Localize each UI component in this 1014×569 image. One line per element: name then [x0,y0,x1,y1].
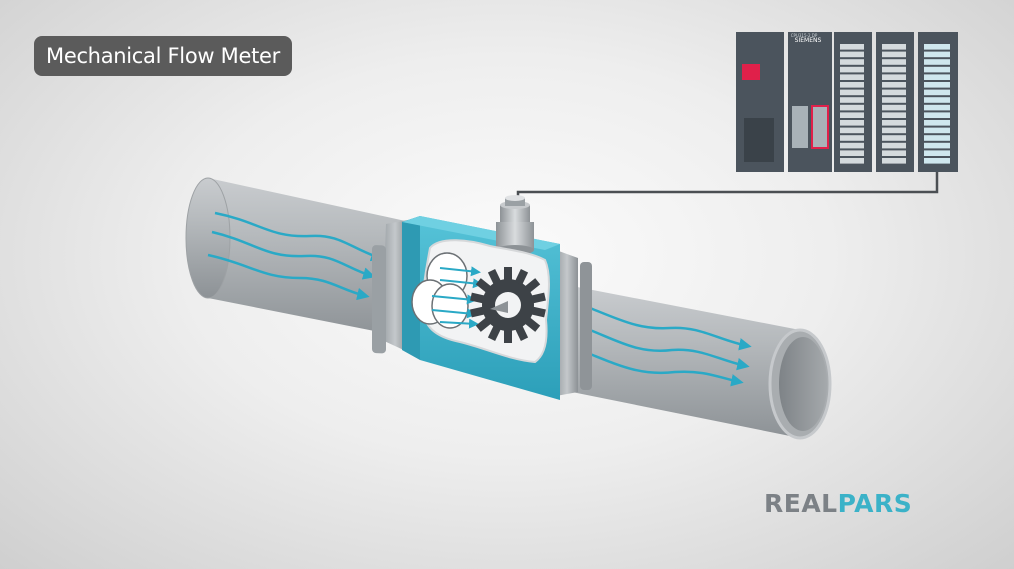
rotor-tooth [470,306,486,318]
plc-rack-icon: SIEMENS CPU315-2 DP [736,32,958,172]
logo-part-real: REAL [764,489,838,518]
rotor-tooth [504,329,512,343]
title-badge: Mechanical Flow Meter [34,36,292,76]
signal-cable [516,170,939,202]
logo-part-pars: PARS [837,489,913,518]
rotor-tooth [530,306,546,318]
turbine-rotor-icon [470,267,546,343]
right-flange [556,250,578,396]
flow-arrow-icon [589,306,752,387]
rotor-tooth [470,292,486,304]
rotor-tooth [524,316,541,332]
plc-brand-label: SIEMENS [795,37,822,44]
right-pipe [572,286,832,440]
realpars-logo: REALPARS [764,489,912,519]
rotor-tooth [487,324,502,341]
rotor-tooth [475,278,492,294]
left-flange [382,220,408,352]
rotor-tooth [487,269,502,286]
rotor-tooth [475,316,492,332]
meter-cutaway [411,239,550,364]
rotor-tooth [524,278,541,294]
left-pipe [185,177,410,338]
rotor-tooth [514,269,529,286]
rotor-tooth [504,267,512,281]
rotor-tooth [530,292,546,304]
flow-arrow-icon [207,211,384,301]
flow-arrow-icon [431,266,483,329]
sensor-icon [496,195,534,255]
plc-cpu-label: CPU315-2 DP [791,33,818,38]
rotor-tooth [514,324,529,341]
